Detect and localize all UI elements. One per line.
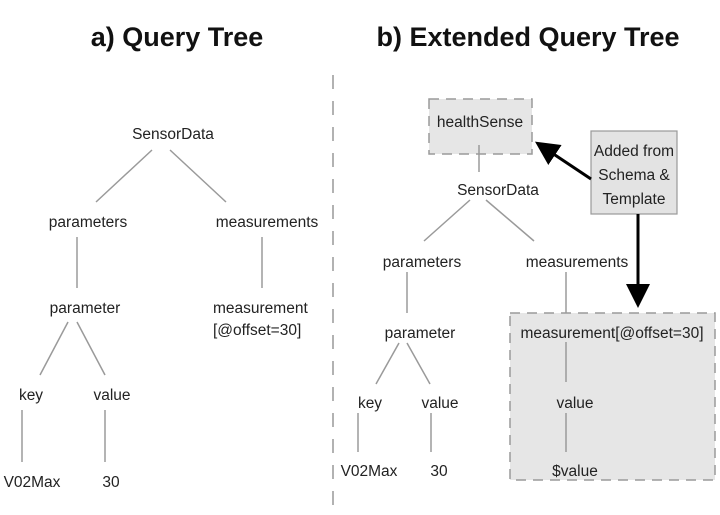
node-measurement-line1: measurement: [213, 300, 308, 317]
node-key-leaf: V02Max: [4, 474, 61, 491]
arrow-to-healthsense: [535, 141, 592, 181]
node-measurement-value-leaf: $value: [552, 463, 598, 480]
node-parameter: parameter: [385, 325, 456, 342]
edge: [95, 149, 153, 203]
added-node-box-measurement: [509, 312, 716, 481]
node-value: value: [93, 387, 130, 404]
edge: [375, 342, 400, 385]
node-value-leaf: 30: [430, 463, 448, 480]
annotation-line1: Added from: [594, 143, 674, 160]
edge: [39, 321, 69, 376]
node-key: key: [19, 387, 43, 404]
left-title: a) Query Tree: [91, 22, 264, 52]
edge: [485, 199, 535, 242]
right-title: b) Extended Query Tree: [376, 22, 679, 52]
node-healthsense: healthSense: [437, 114, 523, 131]
node-measurement: measurement[@offset=30]: [520, 325, 703, 342]
node-measurements: measurements: [526, 254, 629, 271]
node-key: key: [358, 395, 382, 412]
left-tree: SensorData parameters measurements param…: [4, 126, 319, 491]
node-parameters: parameters: [49, 214, 128, 231]
annotation-box: [590, 130, 678, 215]
node-parameters: parameters: [383, 254, 462, 271]
edge: [76, 321, 106, 376]
added-node-box-healthsense: [428, 98, 533, 155]
annotation-line2: Schema &: [598, 167, 670, 184]
node-parameter: parameter: [50, 300, 121, 317]
node-measurement-value: value: [556, 395, 593, 412]
node-key-leaf: V02Max: [341, 463, 398, 480]
node-measurement-line2: [@offset=30]: [213, 322, 301, 339]
node-value: value: [421, 395, 458, 412]
node-sensordata: SensorData: [132, 126, 214, 143]
right-tree: healthSense Added from Schema & Template…: [341, 98, 716, 481]
node-value-leaf: 30: [102, 474, 120, 491]
edge: [406, 342, 431, 385]
node-sensordata: SensorData: [457, 182, 539, 199]
node-measurements: measurements: [216, 214, 319, 231]
annotation-line3: Template: [603, 191, 666, 208]
edge: [169, 149, 227, 203]
edge: [423, 199, 471, 242]
